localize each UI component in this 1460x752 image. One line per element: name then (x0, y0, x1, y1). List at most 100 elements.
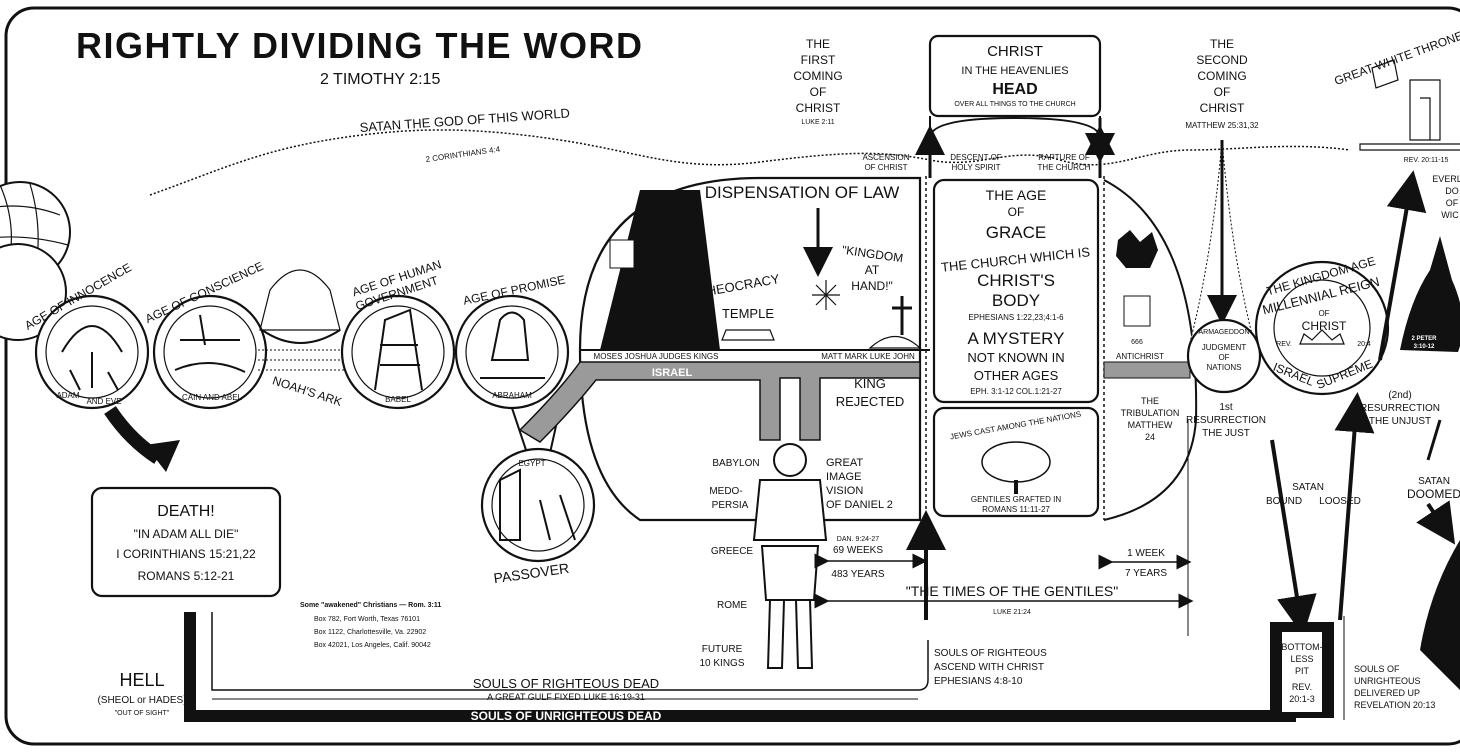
fire-icon (1400, 236, 1460, 352)
grace-l5: CHRIST'S (977, 271, 1055, 290)
svg-text:GREAT: GREAT (826, 457, 863, 469)
grace-l8: NOT KNOWN IN (967, 350, 1064, 365)
seven-years-label: 7 YEARS (1125, 568, 1167, 579)
gentiles-ref: ROMANS 11:11-27 (982, 505, 1050, 514)
hell-title: HELL (119, 670, 164, 690)
gentiles-label: GENTILES GRAFTED IN (971, 495, 1061, 504)
svg-text:PIT: PIT (1295, 666, 1310, 676)
adam-label: ADAM (56, 391, 79, 400)
res1-l3: THE JUST (1202, 428, 1250, 439)
righteous-dead-label: SOULS OF RIGHTEOUS DEAD (473, 676, 659, 691)
kingdom-rev: REV. (1276, 341, 1292, 348)
chart-title: RIGHTLY DIVIDING THE WORD (76, 25, 644, 66)
res2-l1: (2nd) (1388, 390, 1411, 401)
babylon-label: BABYLON (712, 458, 759, 469)
books-left: MOSES JOSHUA JUDGES KINGS (594, 352, 719, 361)
svg-text:COMING: COMING (793, 69, 842, 83)
temple-label: TEMPLE (722, 306, 774, 321)
at-label: AT (865, 263, 880, 277)
grace-ref1: EPHESIANS 1:22,23;4:1-6 (968, 313, 1064, 322)
svg-text:UNRIGHTEOUS: UNRIGHTEOUS (1354, 676, 1421, 686)
peter-label: 2 PETER (1411, 336, 1437, 342)
death-l3: ROMANS 5:12-21 (138, 569, 235, 583)
rapture-l1: RAPTURE OF (1038, 153, 1090, 162)
svg-text:VISION: VISION (826, 485, 863, 497)
heavenlies-l4: OVER ALL THINGS TO THE CHURCH (954, 101, 1075, 108)
satan-fate-label: SATAN (1292, 482, 1324, 493)
svg-text:SECOND: SECOND (1196, 53, 1248, 67)
greece-label: GREECE (711, 546, 754, 557)
beast-icon (1116, 230, 1158, 327)
antichrist-label: ANTICHRIST (1116, 352, 1164, 361)
address-l2: Box 1122, Charlottesville, Va. 22902 (314, 629, 426, 636)
chart-frame (4, 6, 1460, 746)
heavenlies-box (928, 34, 1102, 139)
svg-text:LUKE 2:11: LUKE 2:11 (801, 119, 834, 126)
svg-text:OF DANIEL 2: OF DANIEL 2 (826, 499, 893, 511)
hand-label: HAND!" (851, 279, 893, 293)
tablets-icon (609, 239, 635, 269)
egypt-label: EGYPT (518, 459, 545, 468)
tabernacle-label: TABERNACLE (627, 315, 673, 322)
heavenlies-l1: CHRIST (987, 43, 1043, 60)
grace-l6: BODY (992, 291, 1040, 310)
tribulation-region (1103, 179, 1198, 521)
svg-text:EPHESIANS 4:8-10: EPHESIANS 4:8-10 (934, 676, 1023, 687)
babel-label: BABEL (385, 395, 411, 404)
passover-label: PASSOVER (493, 560, 570, 586)
noahs-ark-icon (258, 269, 345, 371)
passover-circle (480, 447, 596, 563)
star-icon (812, 280, 840, 310)
rome-label: ROME (717, 600, 747, 611)
svg-text:TRIBULATION: TRIBULATION (1121, 408, 1180, 418)
svg-text:EVERLA: EVERLA (1432, 174, 1460, 184)
doomed-l2: DOOMED (1407, 487, 1460, 501)
svg-text:OF: OF (1214, 85, 1231, 99)
age-human-government-circle (340, 294, 456, 410)
svg-text:CHRIST: CHRIST (1200, 101, 1245, 115)
satan-ref: 2 CORINTHIANS 4:4 (425, 145, 501, 164)
cross-icon (892, 296, 912, 335)
everlasting-text: EVERLA DO OF WIC (1432, 174, 1460, 220)
svg-text:OF: OF (1446, 198, 1459, 208)
tribulation-text: THE TRIBULATION MATTHEW 24 (1121, 396, 1180, 442)
svg-text:SOULS OF RIGHTEOUS: SOULS OF RIGHTEOUS (934, 648, 1047, 659)
chart-subtitle: 2 TIMOTHY 2:15 (320, 71, 440, 88)
rapture-l2: THE CHURCH (1038, 163, 1091, 172)
num-666: 666 (1131, 339, 1143, 346)
grace-l9: OTHER AGES (974, 368, 1059, 383)
pit-text: BOTTOM- LESS PIT REV. 20:1-3 (1281, 642, 1322, 704)
svg-text:DELIVERED UP: DELIVERED UP (1354, 688, 1420, 698)
doomed-l1: SATAN (1418, 476, 1450, 487)
fall-arrow (145, 440, 180, 472)
dan-ref: DAN. 9:24-27 (837, 536, 880, 543)
future-l1: FUTURE (702, 644, 743, 655)
loosed-label: LOOSED (1319, 496, 1361, 507)
address-l1: Box 782, Fort Worth, Texas 76101 (314, 616, 420, 623)
judgment-l1: JUDGMENT (1202, 343, 1247, 352)
age-of-grace-box (932, 178, 1100, 404)
hell-sub: (SHEOL or HADES) (97, 695, 186, 706)
lake-of-fire-icon (1420, 540, 1460, 690)
souls-delivered-text: SOULS OF UNRIGHTEOUS DELIVERED UP REVELA… (1354, 664, 1435, 710)
judgment-l3: NATIONS (1207, 363, 1242, 372)
age-conscience-circle (152, 294, 268, 410)
unrighteous-channel (184, 612, 1296, 722)
kingdom-christ: CHRIST (1302, 319, 1347, 333)
svg-text:OF: OF (810, 85, 827, 99)
one-week-label: 1 WEEK (1127, 548, 1165, 559)
grace-l7: A MYSTERY (968, 329, 1065, 348)
throne-label: GREAT WHITE THRONE (1332, 28, 1460, 88)
persia-label: PERSIA (712, 500, 749, 511)
king-label: KING (854, 376, 886, 391)
svg-text:REVELATION 20:13: REVELATION 20:13 (1354, 700, 1435, 710)
grace-ref2: EPH. 3:1-12 COL.1:21-27 (970, 387, 1062, 396)
address-head: Some "awakened" Christians — Rom. 3:11 (300, 602, 441, 609)
svg-text:IMAGE: IMAGE (826, 471, 861, 483)
first-coming-text: THE FIRST COMING OF CHRIST LUKE 2:11 (793, 37, 842, 126)
times-ref: LUKE 21:24 (993, 609, 1031, 616)
ascension-l2: OF CHRIST (864, 163, 907, 172)
death-box (90, 486, 282, 598)
